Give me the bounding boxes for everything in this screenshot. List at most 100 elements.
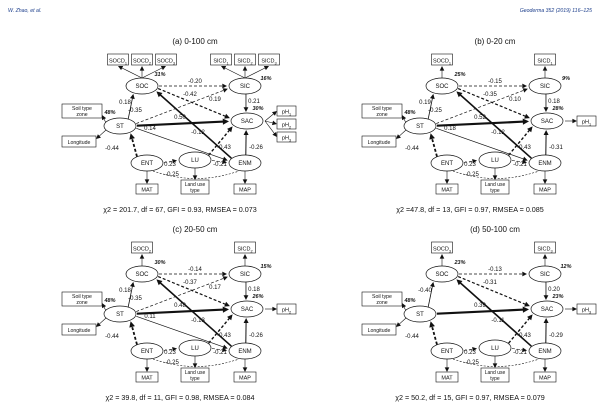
node-sac-label: SAC bbox=[241, 307, 254, 313]
node-lu bbox=[478, 151, 512, 169]
path-soc-sac-head bbox=[224, 113, 230, 119]
node-sic bbox=[528, 265, 562, 283]
path-st-sac-head bbox=[522, 306, 530, 313]
socd-indicator-arrow-head bbox=[139, 254, 145, 259]
path-lu-enm bbox=[211, 160, 224, 163]
node-sic bbox=[528, 77, 562, 95]
path-lu-sac-head bbox=[227, 126, 233, 133]
path-enm-soc bbox=[159, 93, 232, 159]
path-st-enm-head bbox=[222, 344, 228, 350]
coef-ent-lu-2: -0.25 bbox=[465, 360, 479, 366]
coef-enm-sac: -0.29 bbox=[549, 333, 563, 339]
node-st bbox=[103, 117, 137, 135]
node-sic-label: SIC bbox=[540, 272, 551, 278]
node-sac-label: SAC bbox=[541, 307, 554, 313]
coef-lu-enm: -0.21 bbox=[513, 350, 527, 356]
path-enm-soc bbox=[159, 281, 232, 347]
panel-title: (d) 50-100 cm bbox=[470, 225, 520, 234]
socd-label: SOCD2 bbox=[133, 59, 151, 66]
coef-st-soc: 0.18 bbox=[119, 100, 131, 106]
node-lu-label: LU bbox=[191, 346, 199, 352]
path-sic-sac-head bbox=[543, 107, 549, 113]
land-use-label: type bbox=[490, 376, 500, 382]
node-ent-label: ENT bbox=[141, 161, 153, 167]
path-st-sac bbox=[136, 120, 225, 127]
r2-sac: 23% bbox=[551, 294, 563, 300]
path-soc-sac bbox=[157, 87, 227, 118]
socd-box bbox=[431, 53, 453, 66]
node-sac-label: SAC bbox=[241, 119, 254, 125]
sicd-indicator-arrow-head bbox=[263, 66, 269, 71]
coef-enm-sac: -0.31 bbox=[549, 145, 563, 151]
land-use-label: Land use bbox=[485, 370, 506, 376]
node-sic-label: SIC bbox=[240, 84, 251, 90]
socd-indicator-arrow-head bbox=[118, 66, 124, 71]
r2-soc: 30% bbox=[154, 260, 165, 266]
soil-type-box bbox=[61, 291, 103, 307]
path-lu-sac bbox=[208, 317, 231, 344]
path-sic-sac-head bbox=[243, 107, 249, 113]
coef-st-soc: -0.40 bbox=[418, 288, 432, 294]
path-st-soc-head bbox=[130, 281, 135, 288]
path-st-sac-head bbox=[522, 118, 530, 125]
node-st-label: ST bbox=[116, 124, 124, 130]
sicd-box bbox=[534, 241, 556, 254]
path-ent-st bbox=[430, 325, 438, 345]
path-ent-lu bbox=[163, 348, 174, 351]
coef-st-enm: 0.14 bbox=[144, 126, 156, 132]
coef-soc-sic: -0.13 bbox=[488, 267, 502, 273]
model-fit-statistics: χ2 = 201.7, df = 67, GFI = 0.93, RMSEA =… bbox=[103, 205, 257, 214]
path-lu-enm-head bbox=[222, 347, 228, 353]
path-st-soc-head bbox=[130, 93, 135, 100]
socd-indicator-arrow bbox=[121, 67, 143, 79]
path-enm-sac-head bbox=[543, 129, 549, 136]
socd-indicator-arrow-head bbox=[139, 66, 145, 71]
path-lu-sac-head bbox=[527, 314, 533, 321]
sicd-box bbox=[210, 53, 232, 66]
soil-type-label: Soil type bbox=[72, 106, 92, 112]
path-st-sac-head bbox=[222, 306, 230, 313]
path-lu-enm bbox=[511, 348, 524, 351]
path-sic-sac-head bbox=[243, 295, 249, 301]
longitude-box bbox=[61, 135, 97, 148]
land-use-label: type bbox=[490, 188, 500, 194]
socd-indicator-arrow-head bbox=[439, 254, 445, 259]
r2-soc: 25% bbox=[453, 72, 465, 78]
coef-enm-soc: -0.13 bbox=[191, 318, 205, 324]
ph-indicator-arrow-head bbox=[271, 120, 277, 126]
map-indicator-arrow-head bbox=[542, 367, 548, 372]
longitude-indicator-arrow-head bbox=[396, 134, 401, 139]
r2-soc: 31% bbox=[154, 72, 165, 78]
sicd-box bbox=[534, 53, 556, 66]
node-soc bbox=[125, 77, 159, 95]
node-enm-label: ENM bbox=[538, 161, 551, 167]
soil-type-label: zone bbox=[76, 300, 87, 306]
path-ent-st-head bbox=[429, 321, 435, 328]
coef-st-sic: 0.19 bbox=[209, 97, 221, 103]
path-st-sic bbox=[136, 89, 225, 124]
mat-label: MAT bbox=[141, 188, 153, 194]
longitude-box bbox=[61, 323, 97, 336]
land-use-label: type bbox=[190, 188, 200, 194]
ph-label: pH1 bbox=[582, 120, 591, 127]
coef-lu-enm: -0.21 bbox=[213, 162, 227, 168]
coef-enm-soc: -0.11 bbox=[491, 318, 505, 324]
path-enm-sac-head bbox=[243, 129, 249, 136]
path-ent-st bbox=[130, 325, 138, 345]
node-st-label: ST bbox=[416, 312, 424, 318]
path-sic-sac-head bbox=[543, 295, 549, 301]
coef-st-soc-2: -0.35 bbox=[128, 296, 142, 302]
ph-indicator-arrow-head bbox=[272, 131, 277, 137]
mat-indicator-arrow-head bbox=[144, 179, 150, 184]
socd-label: SOCD3 bbox=[433, 247, 451, 254]
sicd-label: SICD3 bbox=[537, 247, 552, 254]
r2-soc: 23% bbox=[453, 260, 465, 266]
soil-type-label: zone bbox=[376, 112, 387, 118]
path-st-soc bbox=[427, 97, 433, 120]
node-soc bbox=[125, 265, 159, 283]
socd-box bbox=[107, 53, 129, 66]
longitude-indicator-arrow-head bbox=[96, 322, 101, 327]
node-enm bbox=[228, 154, 262, 172]
